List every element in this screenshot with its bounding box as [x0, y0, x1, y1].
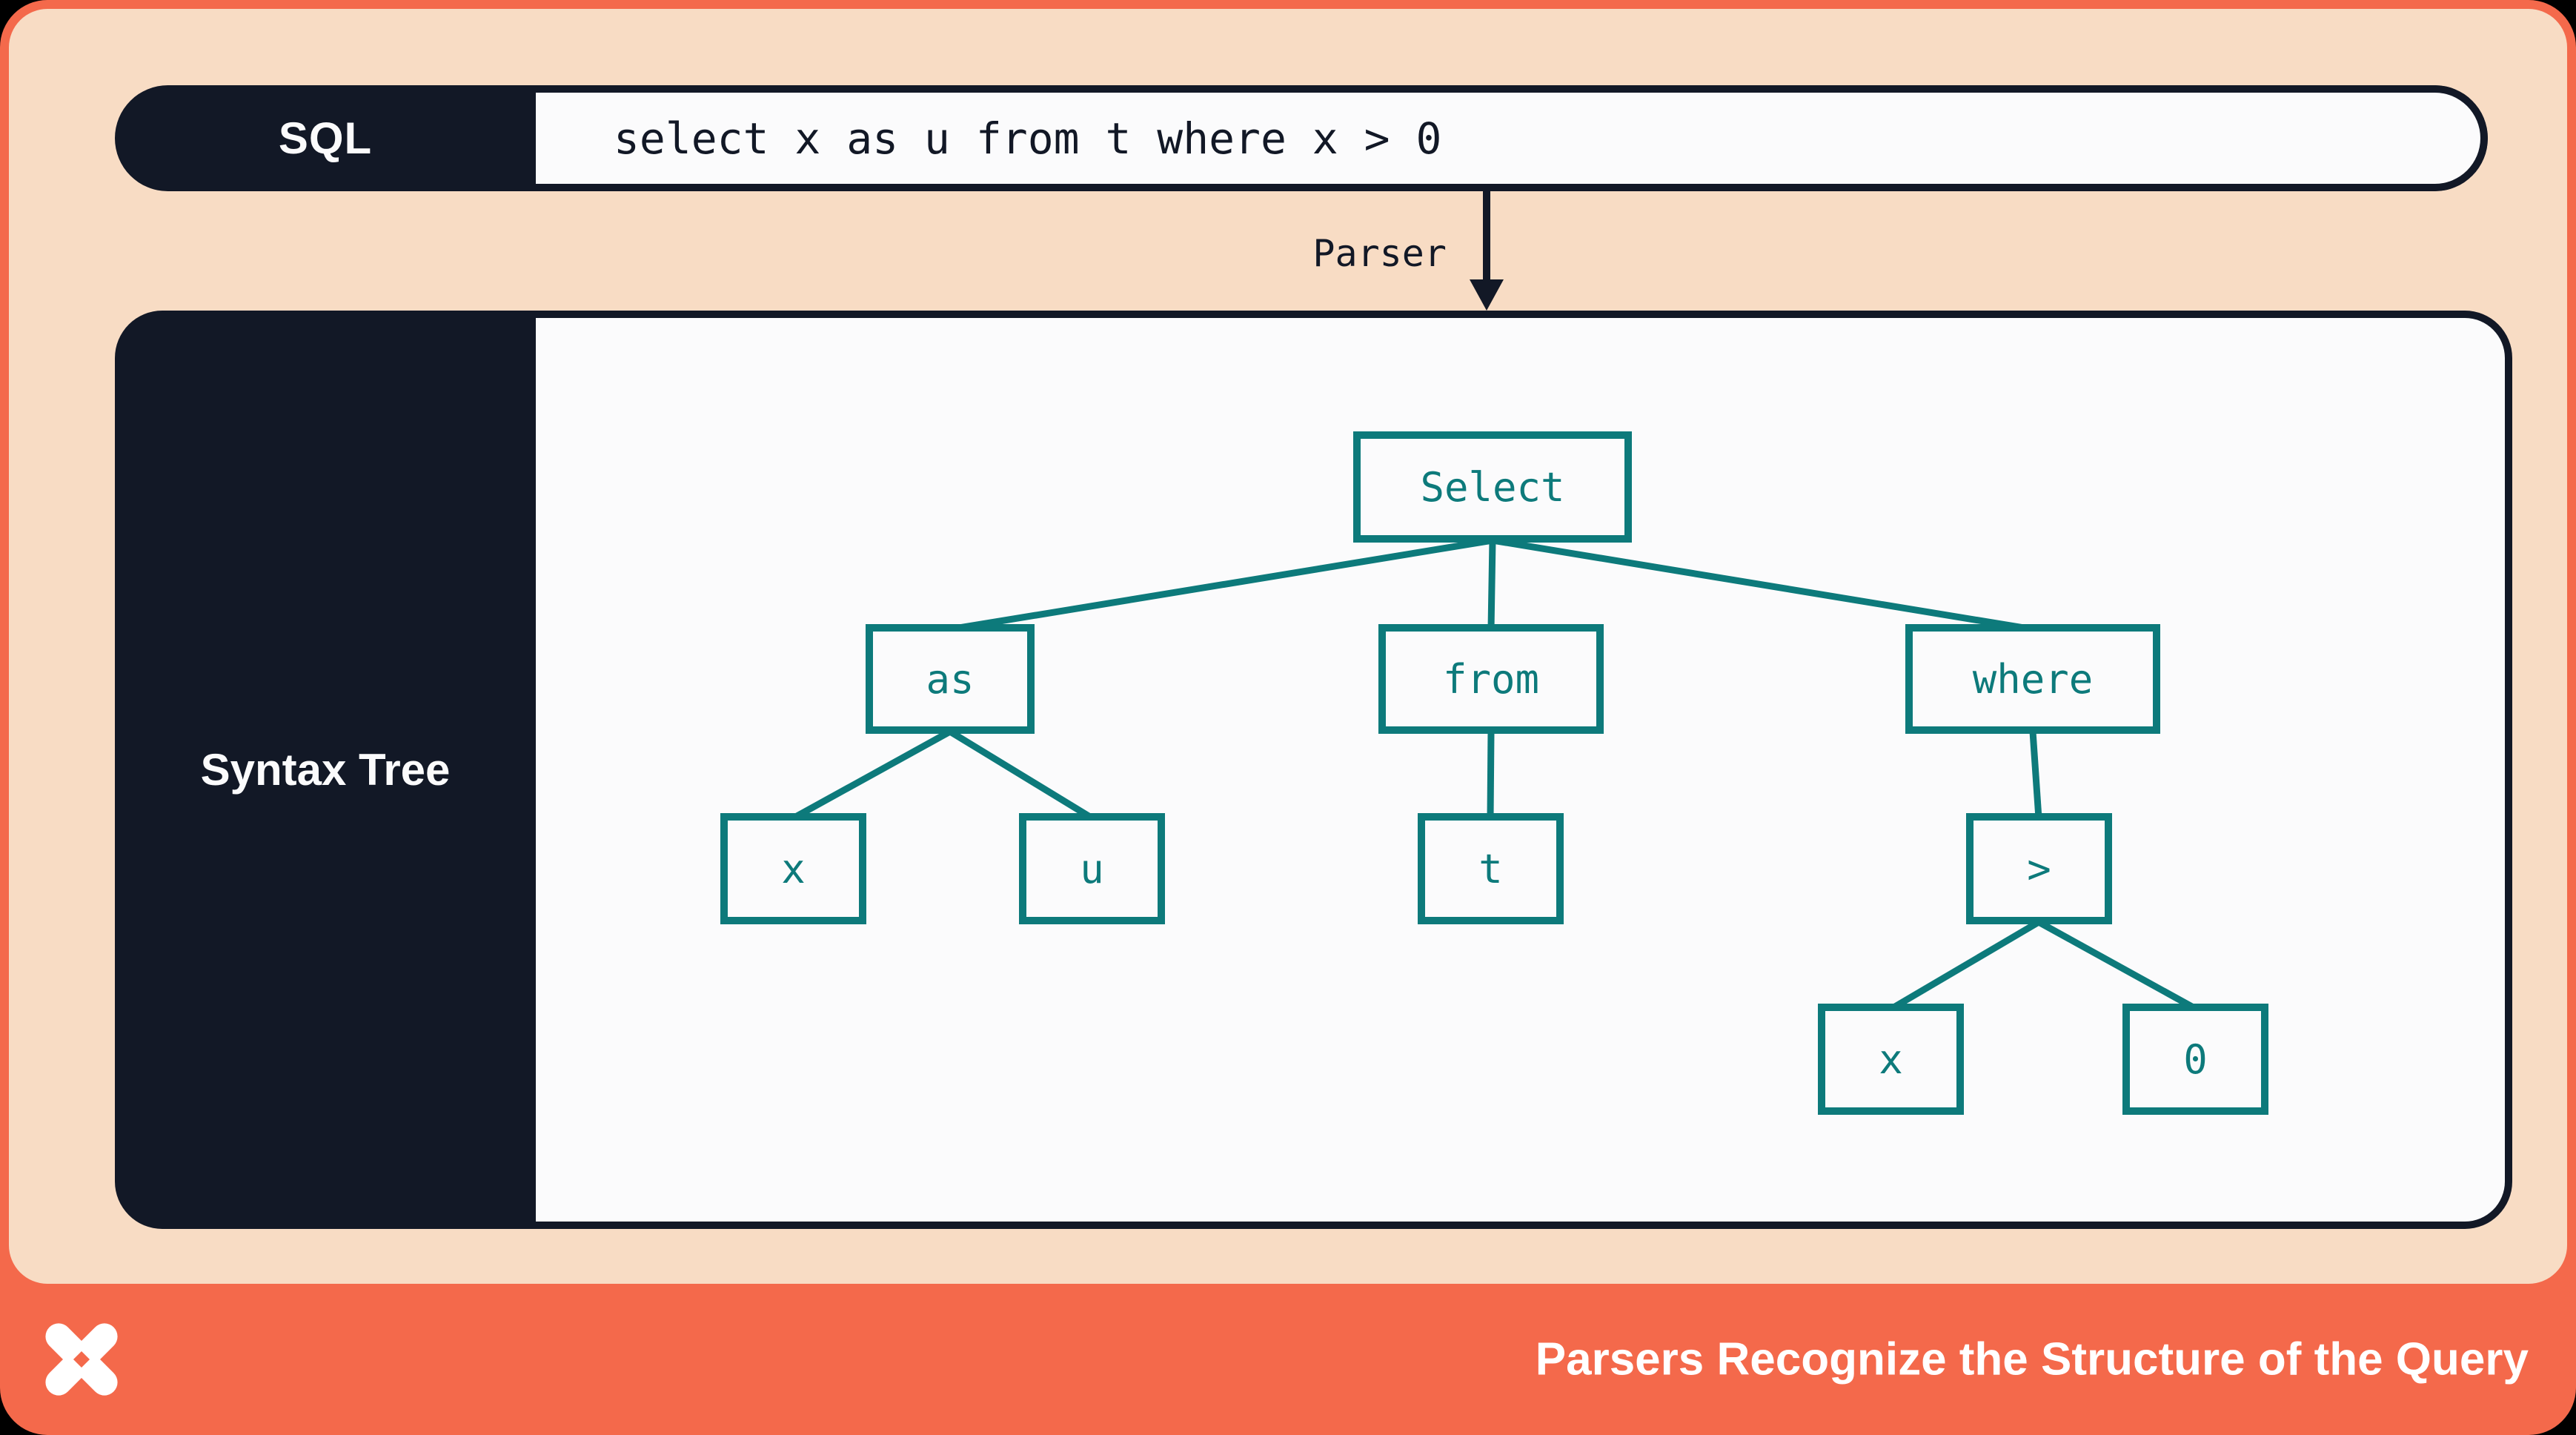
syntax-tree-canvas: Select as from where x u t > x 0: [536, 318, 2505, 1222]
edge-gt-zero: [2036, 919, 2198, 1012]
sql-bar-label: SQL: [278, 113, 373, 163]
syntax-tree-panel: Syntax Tree Select: [115, 311, 2512, 1229]
tree-node-t: t: [1418, 813, 1564, 924]
tree-node-x1: x: [720, 813, 866, 924]
edge-as-x: [791, 729, 952, 821]
syntax-tree-title: Syntax Tree: [200, 745, 451, 795]
down-arrow-icon: [1470, 191, 1504, 311]
tree-node-x2: x: [1818, 1004, 1964, 1115]
edge-from-t: [1487, 731, 1495, 819]
footer-title: Parsers Recognize the Structure of the Q…: [1535, 1333, 2529, 1385]
edge-as-u: [948, 729, 1095, 821]
sql-query-text: select x as u from t where x > 0: [536, 85, 2488, 191]
edge-gt-x: [1889, 919, 2041, 1012]
pinwheel-logo-icon: [45, 1323, 118, 1396]
footer: Parsers Recognize the Structure of the Q…: [0, 1284, 2576, 1435]
tree-node-gt: >: [1966, 813, 2112, 924]
edge-where-gt: [2029, 731, 2042, 819]
tree-node-select: Select: [1353, 431, 1632, 543]
tree-node-from: from: [1378, 624, 1604, 734]
tree-node-where: where: [1905, 624, 2160, 734]
sql-bar: SQL select x as u from t where x > 0: [115, 85, 2488, 191]
edge-select-from: [1487, 540, 1496, 630]
edge-select-where: [1492, 537, 2034, 633]
tree-node-as: as: [866, 624, 1035, 734]
edge-select-as: [949, 537, 1493, 633]
tree-node-zero: 0: [2122, 1004, 2268, 1115]
tree-edges: [791, 537, 2198, 1012]
parser-label: Parser: [1312, 232, 1447, 275]
tree-node-u: u: [1019, 813, 1165, 924]
slide-canvas: SQL select x as u from t where x > 0 Par…: [9, 9, 2567, 1284]
syntax-tree-sidebar: Syntax Tree: [115, 311, 536, 1229]
